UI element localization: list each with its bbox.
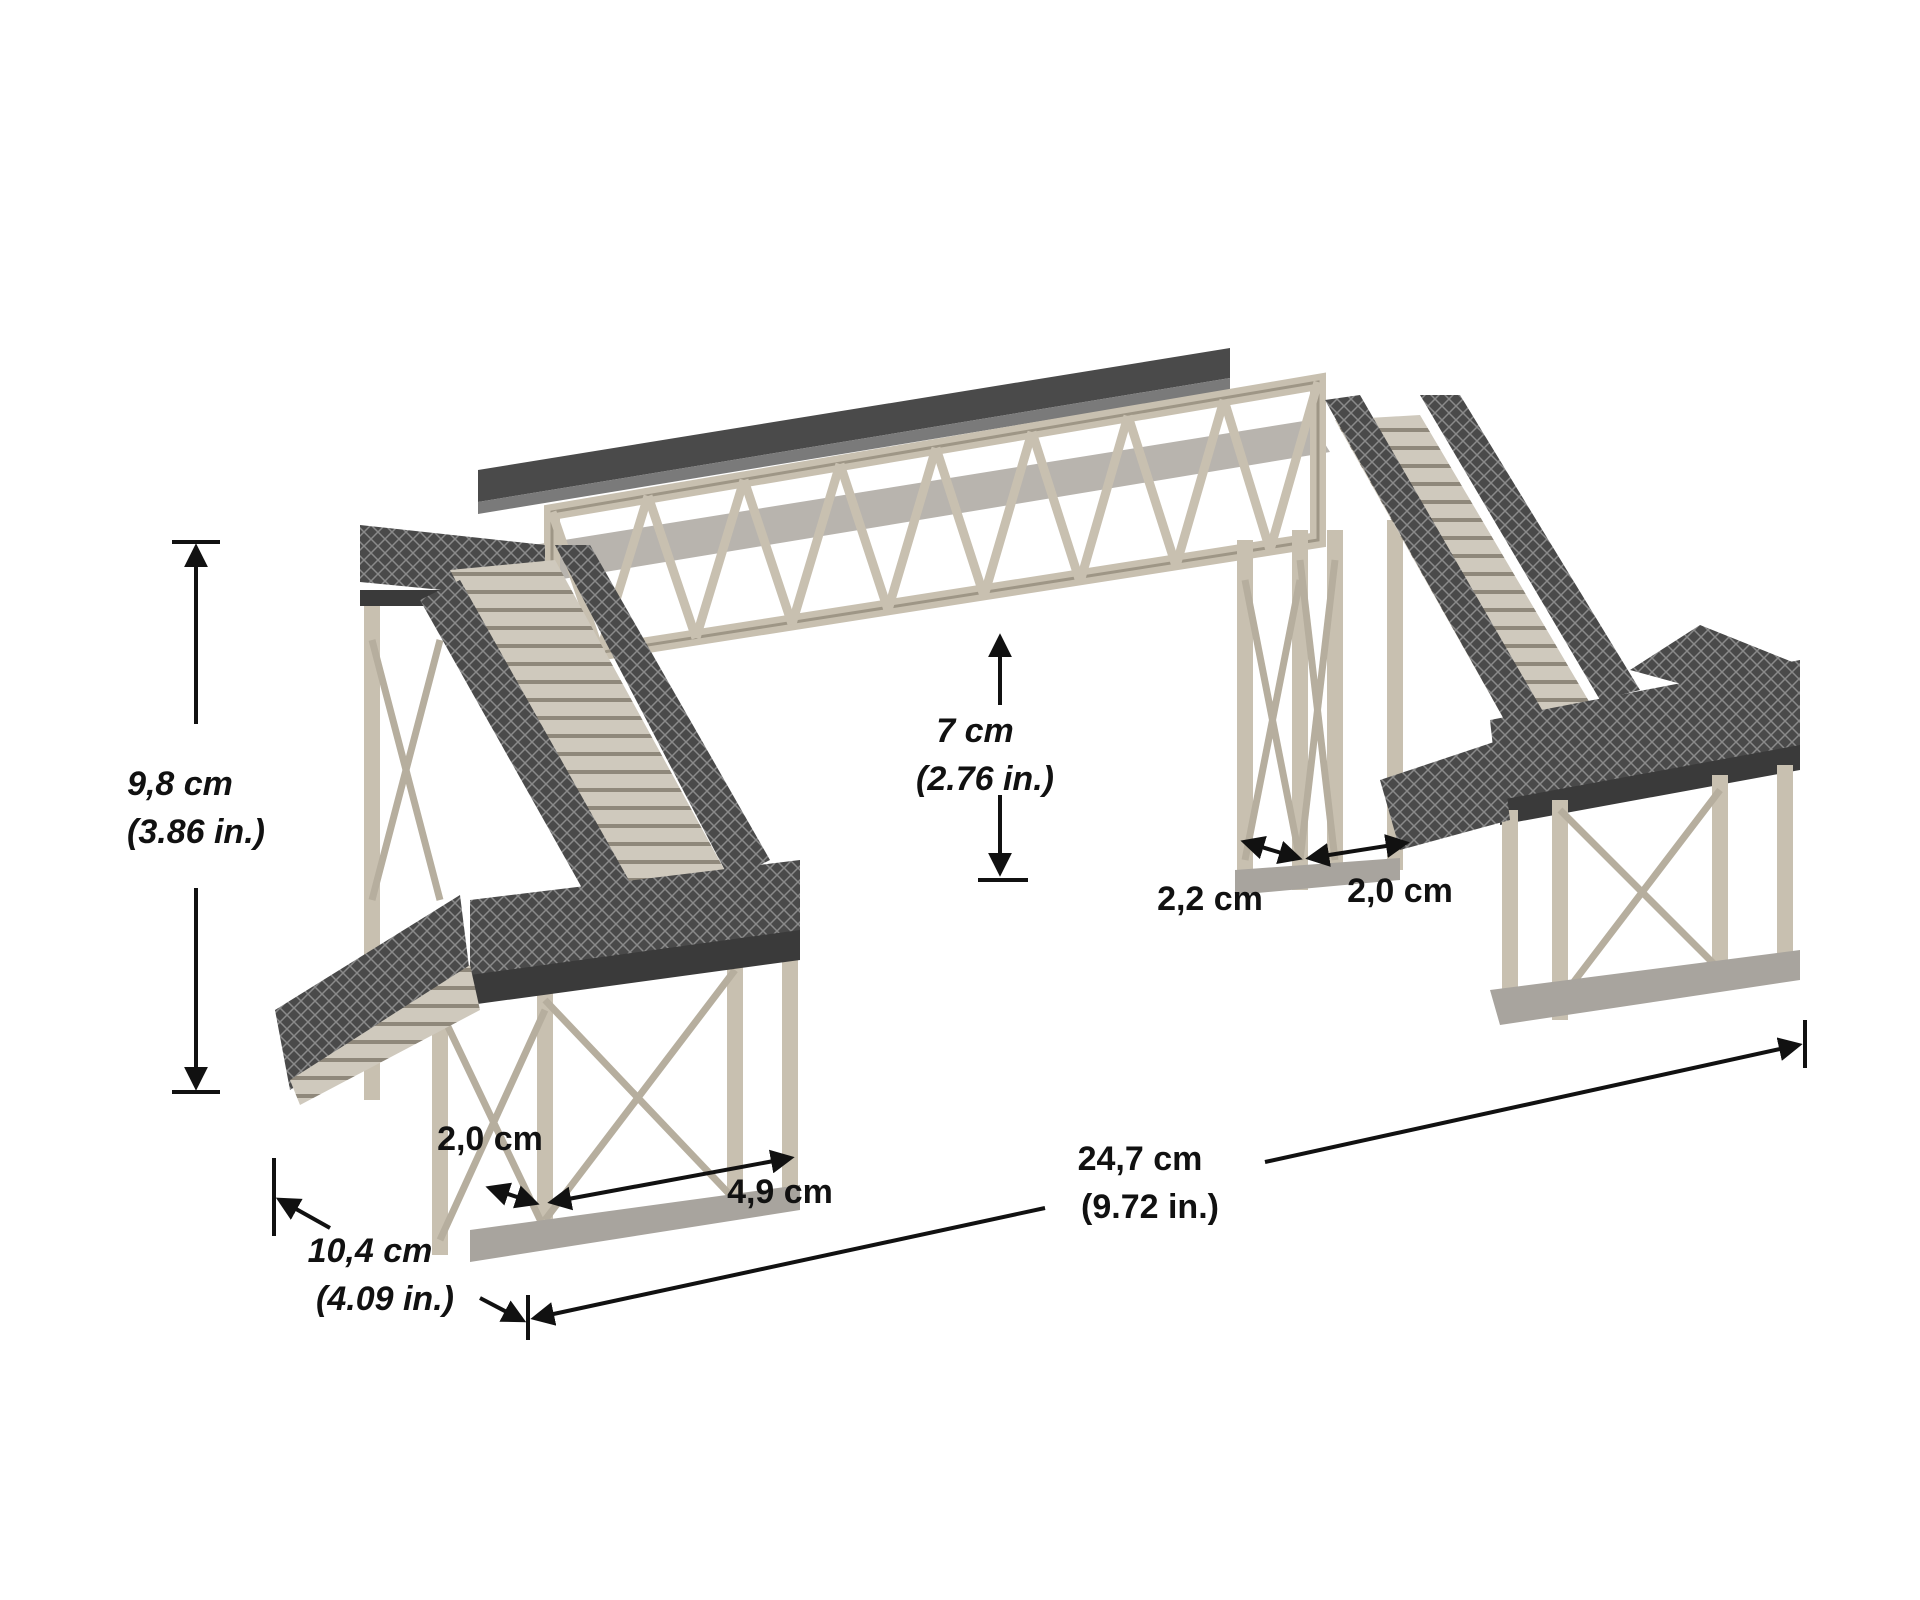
left-tower-dimensions: 2,0 cm 4,9 cm — [437, 1120, 833, 1211]
total-length-imperial: (9.72 in.) — [1081, 1188, 1219, 1226]
clearance-dimension: 7 cm (2.76 in.) — [916, 633, 1054, 882]
left-outer-stair — [275, 895, 480, 1105]
depth-dimension: 10,4 cm (4.09 in.) — [272, 1158, 527, 1323]
left-tower-leg-label: 2,0 cm — [437, 1120, 543, 1158]
depth-metric: 10,4 cm — [308, 1232, 433, 1270]
left-lower-landing — [470, 860, 800, 1005]
dimension-annotations: 9,8 cm (3.86 in.) 7 cm (2.76 in.) 2,2 cm… — [127, 540, 1807, 1340]
right-pier-base — [1235, 858, 1400, 895]
right-tower-base — [1490, 950, 1800, 1025]
right-pier-dimensions: 2,2 cm 2,0 cm — [1157, 834, 1453, 918]
total-height-metric: 9,8 cm — [127, 765, 233, 803]
clearance-metric: 7 cm — [936, 712, 1014, 750]
right-pier — [1235, 520, 1403, 895]
span-back-railing — [478, 348, 1230, 514]
right-main-stair — [1325, 395, 1640, 730]
total-height-imperial: (3.86 in.) — [127, 813, 265, 851]
total-length-metric: 24,7 cm — [1078, 1140, 1203, 1178]
total-height-dimension: 9,8 cm (3.86 in.) — [127, 540, 265, 1094]
depth-imperial: (4.09 in.) — [316, 1280, 454, 1318]
right-pier-leg-label: 2,2 cm — [1157, 880, 1263, 918]
right-pier-gap-label: 2,0 cm — [1347, 872, 1453, 910]
left-main-stair — [420, 545, 770, 920]
total-length-dimension: 24,7 cm (9.72 in.) — [526, 1020, 1807, 1340]
right-tower — [1380, 625, 1800, 1025]
right-lower-stair — [1380, 740, 1510, 850]
footbridge-model — [275, 348, 1800, 1262]
clearance-imperial: (2.76 in.) — [916, 760, 1054, 798]
left-tower-width-label: 4,9 cm — [727, 1173, 833, 1211]
